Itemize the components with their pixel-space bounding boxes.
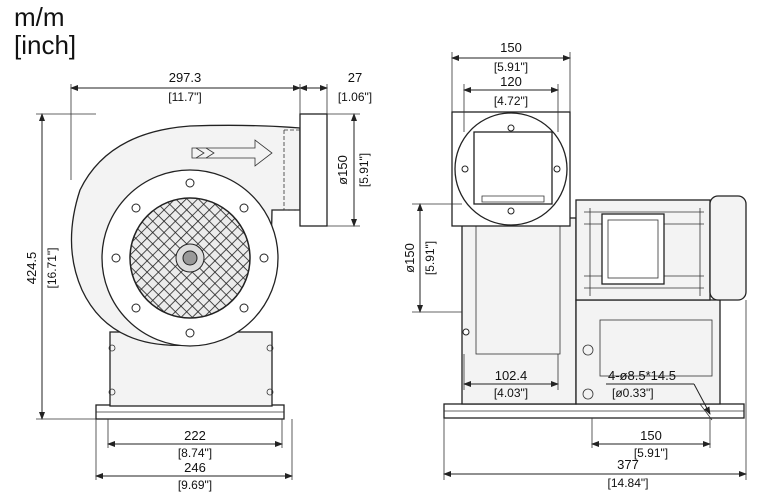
- dim-inlet-width-inch: [4.03"]: [494, 386, 528, 400]
- side-view: 150 [5.91"] 120 [4.72"] ø150 [5.91"] 102…: [402, 40, 747, 490]
- airflow-arrow-icon: [191, 139, 273, 167]
- front-outlet-flange: [299, 113, 328, 227]
- dim-width-overall-inch: [11.7"]: [168, 90, 201, 104]
- dim-mounting-holes-inch: [ø0.33"]: [612, 386, 654, 400]
- dim-flange-outer-inch: [5.91"]: [494, 60, 528, 74]
- dim-length-overall: 377: [617, 457, 639, 472]
- unit-label-inch: [inch]: [14, 30, 77, 60]
- dim-base-outer-inch: [9.69"]: [178, 478, 212, 492]
- unit-label-mm: m/m: [14, 2, 65, 32]
- dim-flange-depth: 27: [348, 70, 362, 85]
- dim-length-overall-inch: [14.84"]: [608, 476, 649, 490]
- dim-flange-outer: 150: [500, 40, 522, 55]
- side-terminal-box: [601, 213, 665, 285]
- dim-inlet-diameter: ø150: [402, 243, 417, 273]
- dim-base-inner: 222: [184, 428, 206, 443]
- side-motor-fan-cover: [709, 195, 747, 301]
- dim-flange-depth-inch: [1.06"]: [338, 90, 372, 104]
- dim-height-inch: [16.71"]: [45, 248, 59, 289]
- front-view: 297.3 [11.7"] 27 [1.06"] ø150 [5.91"] 42…: [24, 70, 372, 492]
- dim-foot-spacing: 150: [640, 428, 662, 443]
- dim-outlet-diameter-inch: [5.91"]: [357, 153, 371, 187]
- dim-foot-spacing-inch: [5.91"]: [634, 446, 668, 460]
- dim-inlet-diameter-inch: [5.91"]: [423, 241, 437, 275]
- dim-base-outer: 246: [184, 460, 206, 475]
- side-housing: [461, 217, 577, 405]
- dim-flange-inner-inch: [4.72"]: [494, 94, 528, 108]
- dim-width-overall: 297.3: [169, 70, 202, 85]
- dim-flange-inner: 120: [500, 74, 522, 89]
- dim-mounting-holes: 4-ø8.5*14.5: [608, 368, 676, 383]
- dim-height: 424.5: [24, 252, 39, 285]
- side-outlet-opening: [473, 131, 553, 205]
- dim-outlet-diameter: ø150: [335, 155, 350, 185]
- dim-base-inner-inch: [8.74"]: [178, 446, 212, 460]
- dim-inlet-width: 102.4: [495, 368, 528, 383]
